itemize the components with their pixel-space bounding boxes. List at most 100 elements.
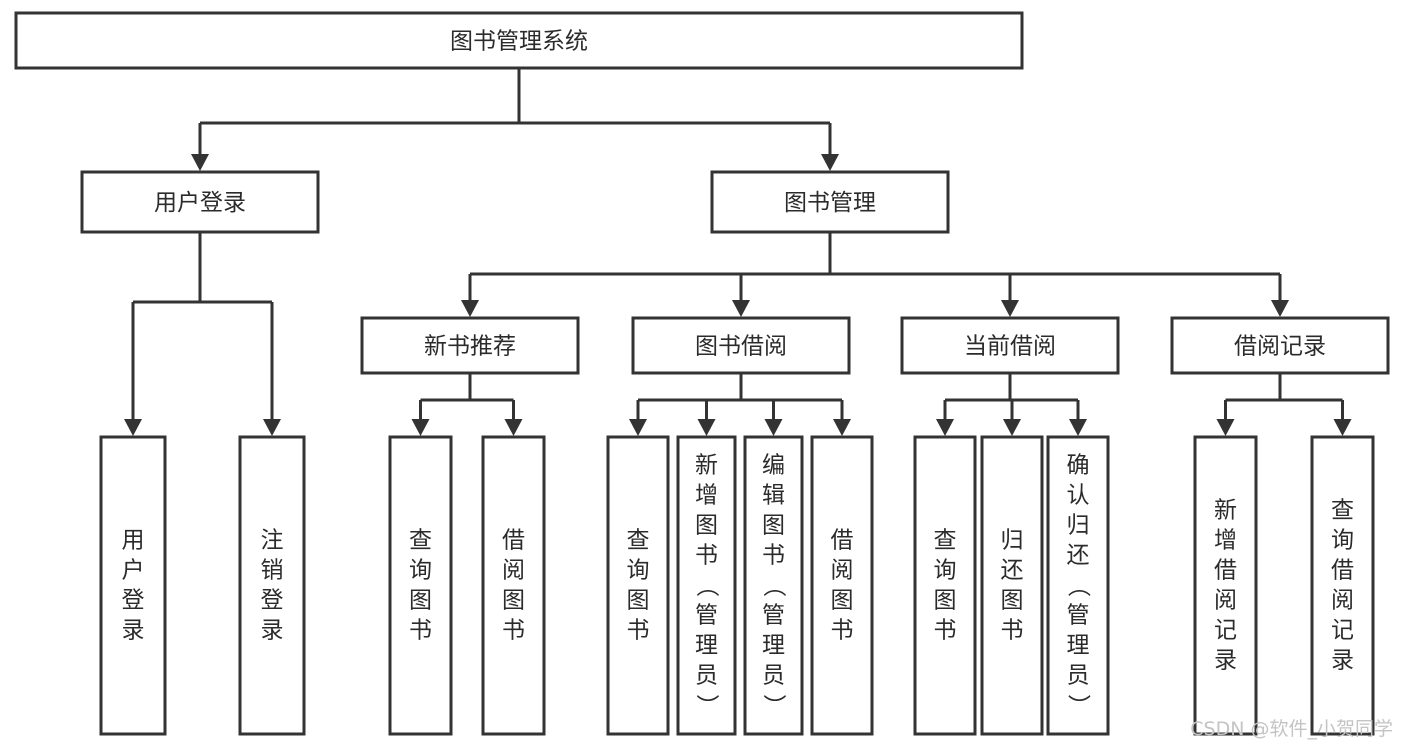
node-leaf-user-login[interactable]: 用户登录 (99, 435, 167, 736)
node-box-leaf-confirm-return-admin[interactable] (1046, 435, 1110, 736)
node-label-char: 查 (1331, 498, 1354, 524)
node-box-leaf-add-book-admin[interactable] (676, 435, 737, 736)
node-label-char: 理 (1067, 633, 1090, 659)
node-label-char: 录 (1214, 648, 1237, 674)
node-box-borrow-record[interactable] (1170, 316, 1390, 375)
node-label-char: 图 (695, 513, 718, 539)
node-current-borrow[interactable]: 当前借阅 (900, 316, 1120, 375)
node-box-leaf-query-book-cur[interactable] (913, 435, 977, 736)
node-box-leaf-borrow-book-rec[interactable] (481, 435, 546, 736)
node-label-char: 图 (762, 513, 785, 539)
node-label-char: 阅 (1214, 588, 1237, 614)
node-label-char: 查 (409, 528, 432, 554)
node-label-char: （ (694, 574, 720, 597)
node-box-leaf-borrow-book[interactable] (810, 435, 874, 736)
node-label-char: 录 (261, 618, 284, 644)
edge-group-new-book-recommend (411, 373, 523, 436)
node-user-login[interactable]: 用户登录 (80, 170, 320, 234)
node-box-leaf-query-borrow-record[interactable] (1310, 435, 1375, 736)
node-label-char: 书 (502, 618, 525, 644)
node-label-char: （ (1065, 574, 1091, 597)
node-book-borrow[interactable]: 图书借阅 (631, 316, 851, 375)
node-label-char: 还 (1067, 543, 1090, 569)
node-borrow-record[interactable]: 借阅记录 (1170, 316, 1390, 375)
node-label-new-book-recommend: 新书推荐 (424, 334, 516, 360)
node-label-char: 归 (1001, 528, 1024, 554)
node-box-leaf-logout-login[interactable] (238, 435, 306, 736)
node-label-borrow-record: 借阅记录 (1234, 334, 1326, 360)
node-label-char: 查 (627, 528, 650, 554)
node-box-leaf-add-borrow-record[interactable] (1193, 435, 1258, 736)
node-label-char: 增 (1214, 528, 1237, 554)
edge-group-book-borrow (629, 373, 851, 436)
node-box-leaf-edit-book-admin[interactable] (743, 435, 804, 736)
node-label-char: 图 (934, 588, 957, 614)
node-label-char: 图 (627, 588, 650, 614)
node-label-current-borrow: 当前借阅 (964, 334, 1056, 360)
node-label-char: 员 (1067, 663, 1090, 689)
node-label-char: 记 (1331, 618, 1354, 644)
node-label-char: 借 (831, 528, 854, 554)
node-label-char: 认 (1067, 483, 1090, 509)
node-label-char: 书 (831, 618, 854, 644)
node-box-user-login[interactable] (80, 170, 320, 234)
node-box-book-manage[interactable] (710, 170, 950, 234)
edge-group-current-borrow (936, 373, 1087, 436)
node-label-char: 借 (1331, 558, 1354, 584)
node-book-manage[interactable]: 图书管理 (710, 170, 950, 234)
node-box-root[interactable] (14, 11, 1024, 70)
node-box-leaf-user-login[interactable] (99, 435, 167, 736)
node-label-char: 新 (1214, 498, 1237, 524)
node-label-char: 图 (409, 588, 432, 614)
node-label-char: 借 (1214, 558, 1237, 584)
node-label-char: ） (694, 694, 720, 717)
node-box-leaf-query-book-rec[interactable] (388, 435, 453, 736)
node-box-leaf-return-book[interactable] (980, 435, 1044, 736)
node-label-char: 阅 (502, 558, 525, 584)
node-label-char: 录 (1331, 648, 1354, 674)
edges-layer (124, 68, 1352, 436)
node-label-char: 理 (695, 633, 718, 659)
node-label-char: 询 (627, 558, 650, 584)
node-label-char: 管 (695, 603, 718, 629)
node-label-book-borrow: 图书借阅 (695, 334, 787, 360)
edge-group-book-manage (461, 232, 1289, 317)
edge-group-borrow-record (1216, 373, 1352, 436)
node-root[interactable]: 图书管理系统 (14, 11, 1024, 70)
node-label-char: 新 (695, 453, 718, 479)
node-new-book-recommend[interactable]: 新书推荐 (360, 316, 580, 375)
node-label-char: 借 (502, 528, 525, 554)
node-box-current-borrow[interactable] (900, 316, 1120, 375)
node-label-char: 销 (261, 558, 284, 584)
node-label-char: 理 (762, 633, 785, 659)
node-label-char: 编 (762, 453, 785, 479)
node-box-book-borrow[interactable] (631, 316, 851, 375)
node-label-char: 户 (122, 558, 145, 584)
node-label-char: 书 (934, 618, 957, 644)
node-label-char: 询 (409, 558, 432, 584)
node-label-char: 图 (831, 588, 854, 614)
node-box-leaf-query-book-borrow[interactable] (606, 435, 670, 736)
node-label-char: 图 (502, 588, 525, 614)
node-box-new-book-recommend[interactable] (360, 316, 580, 375)
node-label-char: 阅 (1331, 588, 1354, 614)
node-label-char: 记 (1214, 618, 1237, 644)
node-label-char: 询 (1331, 528, 1354, 554)
node-label-char: （ (761, 574, 787, 597)
node-label-char: 管 (1067, 603, 1090, 629)
node-label-char: 登 (122, 588, 145, 614)
